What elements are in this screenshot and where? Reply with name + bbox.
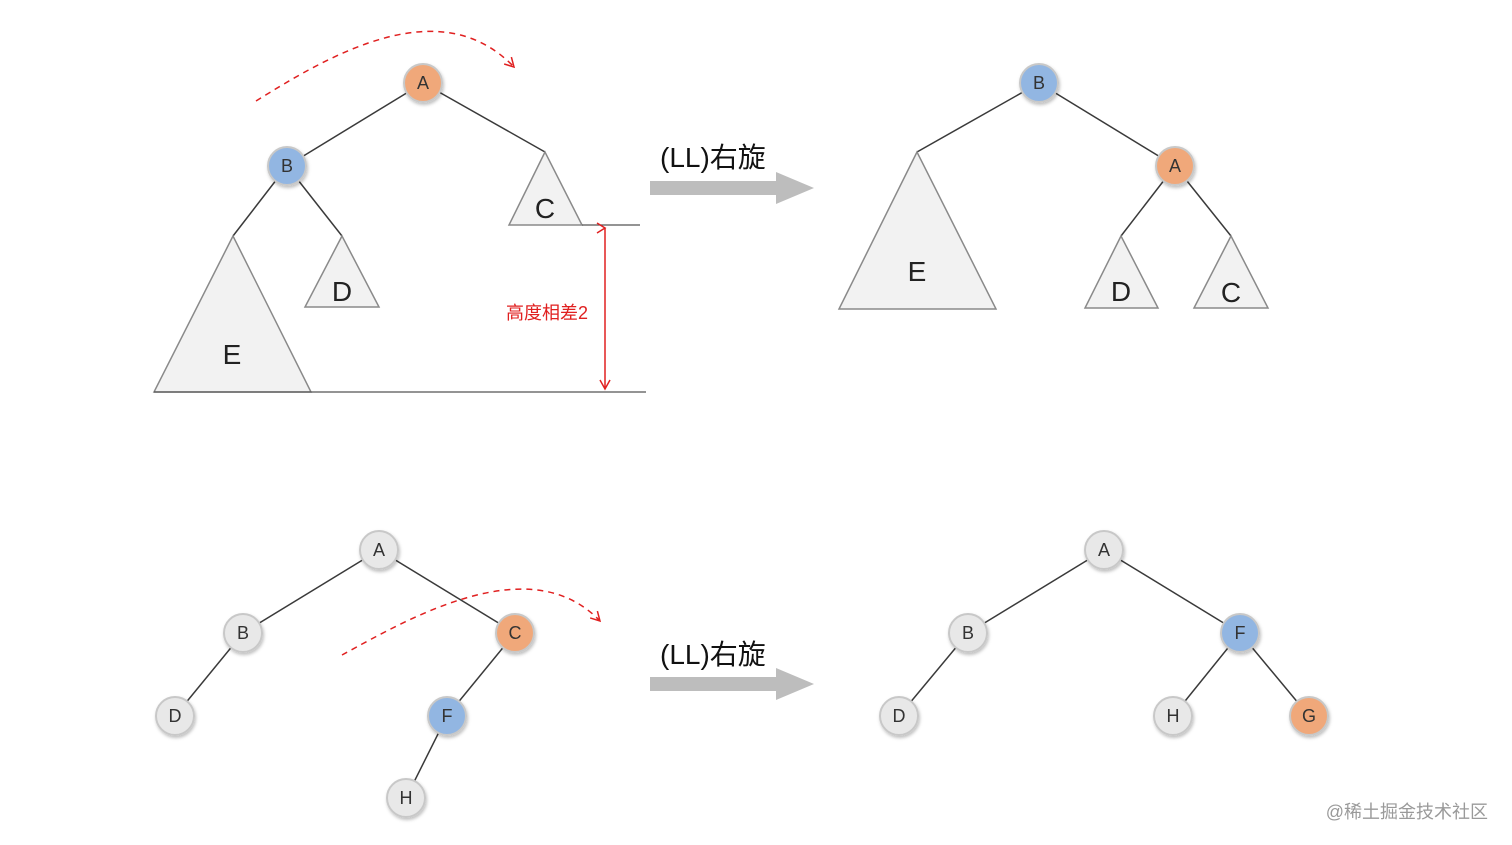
node-h-after-bottom-label: H bbox=[1167, 706, 1180, 726]
node-h-bottom bbox=[386, 778, 426, 818]
node-b-after-label: B bbox=[1033, 73, 1045, 93]
node-b-after-bottom bbox=[948, 613, 988, 653]
height-diff-label: 高度相差2 bbox=[506, 303, 588, 323]
node-a-bottom-label: A bbox=[373, 540, 385, 560]
node-g-after-bottom-label: G bbox=[1302, 706, 1316, 726]
right-arrow-icon bbox=[650, 668, 814, 700]
node-a-bottom bbox=[359, 530, 399, 570]
subtree-d bbox=[303, 234, 381, 308]
subtree-d-label: D bbox=[332, 276, 352, 307]
node-d-bottom bbox=[155, 696, 195, 736]
node-d-bottom-label: D bbox=[169, 706, 182, 726]
node-d-after-bottom-label: D bbox=[893, 706, 906, 726]
node-a bbox=[403, 63, 443, 103]
node-b-bottom bbox=[223, 613, 263, 653]
node-h-after-bottom bbox=[1153, 696, 1193, 736]
subtree-e-after bbox=[837, 150, 998, 310]
node-a-after-bottom bbox=[1084, 530, 1124, 570]
node-a-after bbox=[1155, 146, 1195, 186]
node-h-bottom-label: H bbox=[400, 788, 413, 808]
bottom-after-tree: A B F D H G bbox=[879, 530, 1329, 736]
node-g-after-bottom bbox=[1289, 696, 1329, 736]
edge-b-e-after bbox=[916, 82, 1040, 153]
node-a-after-label: A bbox=[1169, 156, 1181, 176]
node-a-after-bottom-label: A bbox=[1098, 540, 1110, 560]
node-b-after-bottom-label: B bbox=[962, 623, 974, 643]
node-f-after-bottom-label: F bbox=[1235, 623, 1246, 643]
node-b-after bbox=[1019, 63, 1059, 103]
edge-a-b bbox=[286, 82, 424, 167]
node-a-label: A bbox=[417, 73, 429, 93]
bottom-rotation-label: (LL)右旋 bbox=[660, 639, 766, 670]
right-arrow-icon bbox=[650, 172, 814, 204]
top-rotation-label: (LL)右旋 bbox=[660, 142, 766, 173]
subtree-c-after bbox=[1192, 234, 1270, 309]
top-before-tree: C D E 高度相差2 A B bbox=[152, 30, 646, 393]
node-b-label: B bbox=[281, 156, 293, 176]
edge-a-c bbox=[422, 82, 546, 153]
subtree-d-after-label: D bbox=[1111, 276, 1131, 307]
edge-b-a-after bbox=[1038, 82, 1176, 167]
node-f-bottom-label: F bbox=[442, 706, 453, 726]
subtree-c bbox=[507, 150, 584, 226]
node-d-after-bottom bbox=[879, 696, 919, 736]
rotation-arc-top bbox=[255, 30, 516, 102]
watermark-text: @稀土掘金技术社区 bbox=[1326, 802, 1488, 822]
node-f-after-bottom bbox=[1220, 613, 1260, 653]
subtree-e-after-label: E bbox=[908, 256, 927, 287]
top-rotation-arrow: (LL)右旋 bbox=[650, 142, 814, 204]
node-c-bottom-label: C bbox=[509, 623, 522, 643]
node-b-bottom-label: B bbox=[237, 623, 249, 643]
node-f-bottom bbox=[427, 696, 467, 736]
edge-a-b-after-bottom bbox=[967, 549, 1105, 634]
top-after-tree: E D C B A bbox=[837, 63, 1270, 310]
edge-a-f-after-bottom bbox=[1103, 549, 1241, 634]
edge-a-b-bottom bbox=[242, 549, 380, 634]
subtree-c-after-label: C bbox=[1221, 277, 1241, 308]
node-c-bottom bbox=[495, 613, 535, 653]
subtree-d-after bbox=[1083, 234, 1160, 309]
node-b bbox=[267, 146, 307, 186]
rotation-arc-bottom bbox=[341, 588, 602, 656]
subtree-e-label: E bbox=[223, 339, 242, 370]
bottom-rotation-arrow: (LL)右旋 bbox=[650, 639, 814, 700]
edge-a-c-bottom bbox=[378, 549, 516, 634]
subtree-c-label: C bbox=[535, 193, 555, 224]
bottom-before-tree: A B C D F H bbox=[155, 530, 602, 818]
